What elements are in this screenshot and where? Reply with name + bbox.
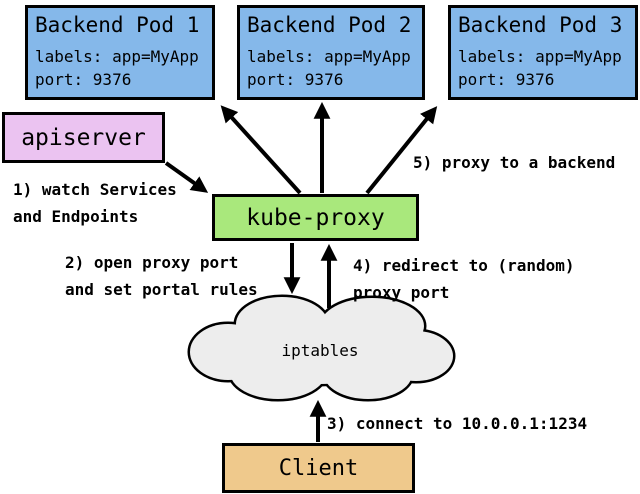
apiserver-box: apiserver: [2, 112, 165, 163]
arrow-kube-proxy-to-pod1: [220, 105, 302, 195]
arrow-apiserver-to-kube-proxy: [164, 161, 209, 193]
pod-labels-line: labels: app=MyApp: [247, 47, 411, 66]
client-label: Client: [278, 455, 359, 481]
pod-title: Backend Pod 3: [458, 13, 623, 37]
backend-pod-2-box: Backend Pod 2 labels: app=MyApp port: 93…: [237, 5, 425, 100]
arrow-kube-proxy-to-pod3: [365, 106, 438, 195]
client-box: Client: [222, 443, 415, 493]
annotation-step1: 1) watch Services and Endpoints: [13, 180, 177, 226]
backend-pod-3-box: Backend Pod 3 labels: app=MyApp port: 93…: [448, 5, 638, 100]
backend-pod-1-box: Backend Pod 1 labels: app=MyApp port: 93…: [25, 5, 215, 100]
iptables-label: iptables: [281, 341, 359, 360]
annotation-step5: 5) proxy to a backend: [413, 153, 616, 172]
pod-title: Backend Pod 2: [247, 13, 412, 37]
pod-labels-line: labels: app=MyApp: [458, 47, 622, 66]
iptables-cloud: [187, 294, 456, 402]
pod-port-line: port: 9376: [247, 70, 344, 89]
annotation-step3: 3) connect to 10.0.0.1:1234: [327, 414, 588, 433]
pod-labels-line: labels: app=MyApp: [35, 47, 199, 66]
kube-proxy-label: kube-proxy: [246, 204, 385, 231]
kube-proxy-box: kube-proxy: [212, 194, 419, 241]
apiserver-label: apiserver: [21, 124, 146, 151]
pod-port-line: port: 9376: [35, 70, 132, 89]
annotation-step4: 4) redirect to (random) proxy port: [353, 256, 575, 302]
pod-port-line: port: 9376: [458, 70, 555, 89]
pod-title: Backend Pod 1: [35, 13, 200, 37]
annotation-step2: 2) open proxy port and set portal rules: [65, 253, 258, 299]
